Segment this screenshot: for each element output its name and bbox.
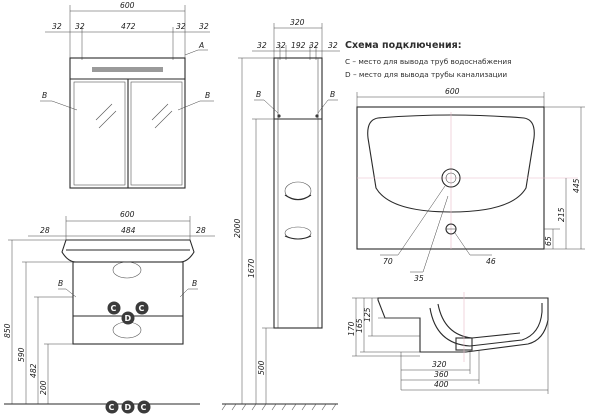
column-dim-32d: 32 bbox=[328, 41, 338, 50]
cabinet-width-label: 600 bbox=[120, 1, 135, 10]
section-height-170: 170 bbox=[347, 321, 356, 336]
marker-d-floor: D bbox=[125, 403, 132, 412]
marker-d: D bbox=[125, 314, 132, 323]
column-label-b-left: B bbox=[256, 90, 261, 99]
cabinet-dim-32d: 32 bbox=[199, 22, 209, 31]
vanity-dim-484: 484 bbox=[121, 226, 136, 235]
section-dim-400: 400 bbox=[434, 380, 449, 389]
cabinet-light-bar bbox=[92, 67, 163, 72]
column-height-2000: 2000 bbox=[233, 219, 242, 238]
cabinet-dim-32c: 32 bbox=[176, 22, 186, 31]
cabinet-dim-32b: 32 bbox=[75, 22, 85, 31]
column-dim-32b: 32 bbox=[276, 41, 286, 50]
vanity-connection-markers: C C D C D C bbox=[105, 301, 151, 414]
column-dim-192: 192 bbox=[291, 41, 306, 50]
basin-width-label: 600 bbox=[445, 87, 460, 96]
cabinet-label-b-left: B bbox=[42, 91, 47, 100]
cabinet-label-b-right: B bbox=[205, 91, 210, 100]
basin-top-view: 600 445 215 65 70 35 46 bbox=[356, 87, 585, 283]
section-height-125: 125 bbox=[363, 307, 372, 322]
vanity-dim-28-right: 28 bbox=[196, 226, 206, 235]
section-height-165: 165 bbox=[355, 318, 364, 333]
legend-line-c: С – место для вывода труб водоснабжения bbox=[345, 57, 512, 66]
vanity-width-label: 600 bbox=[120, 210, 135, 219]
cabinet-label-a: A bbox=[198, 41, 204, 50]
vanity-unit: 600 28 484 28 B B 850 590 482 200 bbox=[3, 210, 215, 405]
marker-c-left: C bbox=[111, 304, 117, 313]
column-dim-32c: 32 bbox=[309, 41, 319, 50]
marker-c-floor-left: C bbox=[109, 403, 115, 412]
vanity-label-b-left: B bbox=[58, 279, 63, 288]
vanity-height-590: 590 bbox=[17, 347, 26, 362]
vanity-dim-28-left: 28 bbox=[40, 226, 50, 235]
basin-depth-445: 445 bbox=[572, 178, 581, 193]
legend-line-d: D – место для вывода трубы канализации bbox=[345, 70, 507, 79]
legend-title: Схема подключения: bbox=[345, 40, 462, 51]
vanity-label-b-right: B bbox=[192, 279, 197, 288]
basin-dim-35: 35 bbox=[414, 274, 424, 283]
vanity-height-850: 850 bbox=[3, 323, 12, 338]
basin-dim-46: 46 bbox=[486, 257, 496, 266]
basin-dim-65: 65 bbox=[544, 236, 553, 246]
section-dim-320: 320 bbox=[432, 360, 447, 369]
column-height-500: 500 bbox=[257, 360, 266, 375]
cabinet-dim-32a: 32 bbox=[52, 22, 62, 31]
column-label-b-right: B bbox=[330, 90, 335, 99]
basin-section-view: 170 165 125 320 360 400 bbox=[347, 292, 549, 394]
vanity-height-200: 200 bbox=[39, 380, 48, 395]
basin-dim-215: 215 bbox=[557, 207, 566, 222]
vanity-height-482: 482 bbox=[29, 363, 38, 378]
marker-c-floor-right: C bbox=[141, 403, 147, 412]
tall-column: 320 32 32 192 32 32 B B 2000 bbox=[221, 18, 340, 411]
column-width-label: 320 bbox=[290, 18, 305, 27]
cabinet-dim-472: 472 bbox=[121, 22, 136, 31]
column-dim-32a: 32 bbox=[257, 41, 267, 50]
marker-c-right: C bbox=[139, 304, 145, 313]
section-dim-360: 360 bbox=[434, 370, 449, 379]
mirror-cabinet: 600 32 32 472 32 32 A B B bbox=[40, 1, 214, 189]
basin-dim-70: 70 bbox=[383, 257, 393, 266]
column-height-1670: 1670 bbox=[247, 259, 256, 278]
